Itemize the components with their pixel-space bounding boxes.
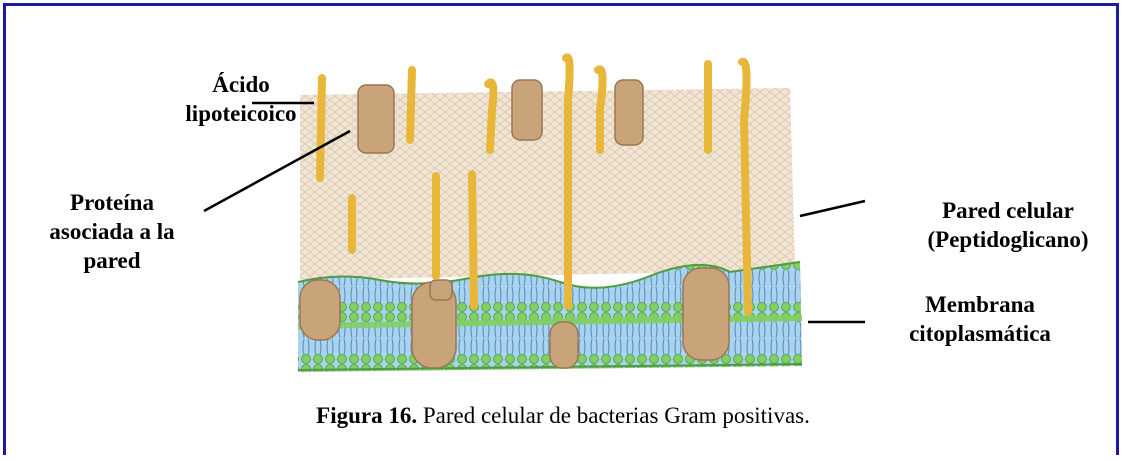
label-line: Proteína xyxy=(22,188,202,217)
wall-protein xyxy=(430,280,452,300)
teichoic-acid xyxy=(410,70,412,140)
label-acido-lipoteicoico: Ácido lipoteicoico xyxy=(166,70,316,128)
membrane-protein xyxy=(683,268,729,360)
label-membrana: Membrana citoplasmática xyxy=(880,290,1080,348)
figure-caption: Figura 16. Pared celular de bacterias Gr… xyxy=(0,403,1126,429)
teichoic-acid xyxy=(598,69,603,150)
membrane-protein xyxy=(300,280,340,340)
label-line: asociada a la xyxy=(22,217,202,246)
teichoic-acid xyxy=(472,174,474,306)
label-line: pared xyxy=(22,246,202,275)
wall-pointer-line xyxy=(800,201,865,216)
caption-text: Pared celular de bacterias Gram positiva… xyxy=(417,403,810,428)
wall-protein xyxy=(615,80,643,145)
label-line: Pared celular xyxy=(898,196,1118,225)
label-line: lipoteicoico xyxy=(166,99,316,128)
label-pared-celular: Pared celular (Peptidoglicano) xyxy=(898,196,1118,254)
wall-protein xyxy=(512,80,542,140)
membrane-protein xyxy=(550,322,578,368)
caption-number: Figura 16. xyxy=(316,403,417,428)
label-proteina-pared: Proteína asociada a la pared xyxy=(22,188,202,275)
label-line: Ácido xyxy=(166,70,316,99)
wall-protein xyxy=(358,85,394,153)
label-line: Membrana xyxy=(880,290,1080,319)
teichoic-acid xyxy=(566,57,570,306)
label-line: citoplasmática xyxy=(880,319,1080,348)
label-line: (Peptidoglicano) xyxy=(898,225,1118,254)
teichoic-acid xyxy=(320,78,322,178)
